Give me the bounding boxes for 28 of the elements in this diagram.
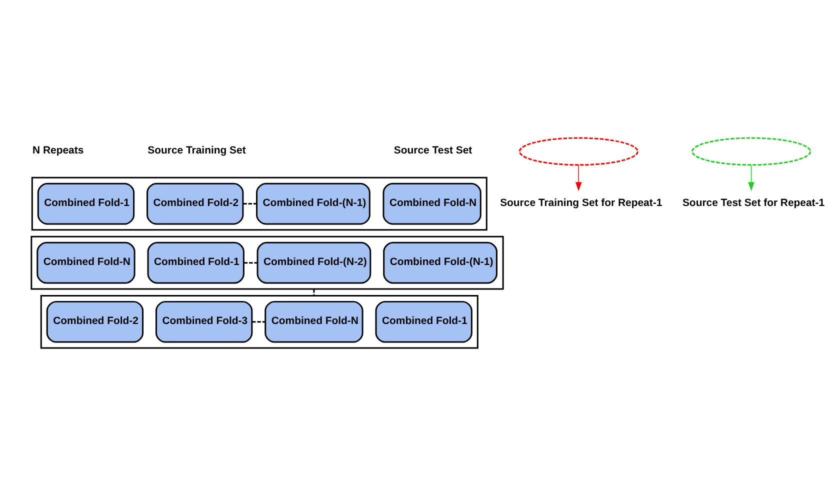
arrow: [575, 164, 582, 191]
node-box: Combined Fold-N: [264, 300, 364, 342]
node-box: Combined Fold-(N-2): [256, 241, 372, 284]
node-box: Combined Fold-N: [36, 241, 136, 284]
arrow: [748, 164, 754, 191]
cluster: [30, 235, 504, 290]
node-text: Source Test Set for Repeat-1: [682, 197, 825, 208]
node-box: Combined Fold-(N-1): [383, 241, 498, 284]
node-text: Source Training Set for Repeat-1: [500, 197, 662, 208]
node-box: Combined Fold-(N-1): [256, 182, 370, 224]
node-box: Combined Fold-2: [146, 182, 244, 224]
node-box: Combined Fold-3: [156, 300, 253, 342]
label: Source Training Set: [148, 144, 246, 156]
node-box: Combined Fold-2: [46, 300, 144, 342]
connector: [243, 202, 257, 204]
label: N Repeats: [32, 144, 84, 156]
node-ellipse: [691, 136, 812, 166]
connector: [313, 288, 315, 296]
node-box: Combined Fold-1: [147, 241, 244, 284]
node-ellipse: [518, 136, 638, 166]
connector: [244, 262, 258, 264]
node-box: Combined Fold-N: [382, 182, 482, 224]
connector: [252, 320, 266, 322]
node-box: Combined Fold-1: [375, 300, 472, 342]
label: Source Test Set: [394, 144, 472, 156]
cluster: [31, 176, 488, 230]
node-box: Combined Fold-1: [37, 182, 135, 224]
cluster: [40, 294, 478, 348]
